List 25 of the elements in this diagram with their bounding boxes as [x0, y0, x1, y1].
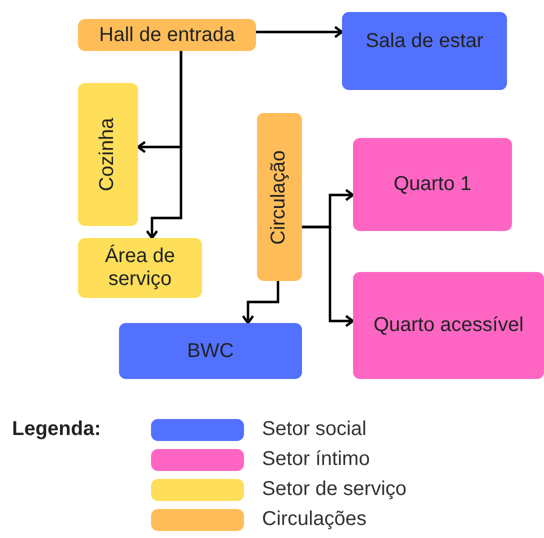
room-box	[353, 138, 512, 231]
arrow	[146, 51, 182, 240]
hall-box	[78, 19, 256, 51]
arrow	[256, 26, 344, 38]
room-box	[342, 12, 507, 90]
legend-title: Legenda:	[12, 418, 101, 441]
room-box	[353, 272, 544, 379]
legend-label: Setor de serviço	[262, 478, 407, 501]
room-label: BWC	[187, 340, 234, 362]
room-box	[78, 238, 202, 298]
room-box	[78, 83, 138, 226]
legend-label: Setor social	[262, 418, 366, 441]
room-label: Área de serviço	[104, 245, 176, 291]
room-label: Quarto 1	[394, 173, 472, 196]
room-label: Hall de entrada	[99, 24, 235, 46]
room-box	[119, 323, 302, 379]
arrow	[302, 226, 354, 328]
circulation-box	[257, 113, 302, 281]
room-label: Quarto acessível	[373, 314, 524, 337]
arrow	[242, 281, 280, 324]
legend-label: Circulações	[262, 508, 366, 531]
legend-label: Setor íntimo	[262, 448, 370, 471]
room-label: Circulação	[268, 150, 291, 244]
room-label: Sala de estar	[366, 30, 484, 52]
room-label: Cozinha	[96, 118, 120, 192]
